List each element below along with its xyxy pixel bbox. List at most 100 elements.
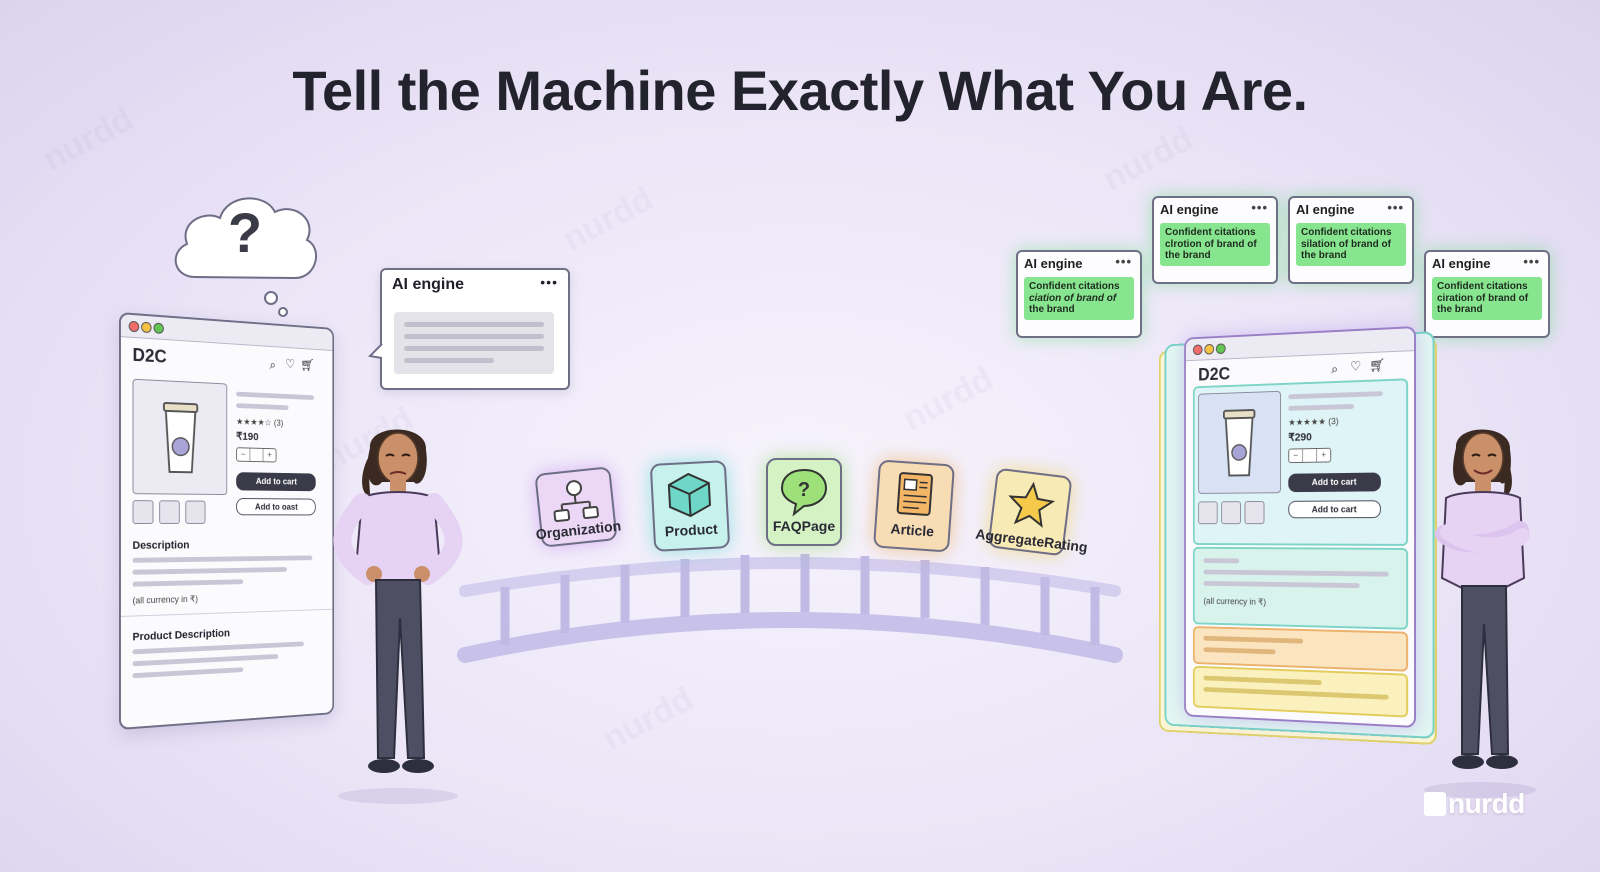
ai-engine-card: AI engine ••• Confident citations ciratio… bbox=[1424, 250, 1550, 338]
citation-line: the brand bbox=[1029, 304, 1075, 315]
ai-card-title: AI engine bbox=[1024, 256, 1083, 271]
citation-box: Confident citations ciration of brand of… bbox=[1432, 277, 1542, 320]
cart-icon[interactable]: 🛒︎ bbox=[300, 357, 315, 373]
thumbnail[interactable] bbox=[185, 500, 206, 524]
product-description-heading: Product Description bbox=[132, 627, 231, 644]
increment-button[interactable]: + bbox=[267, 449, 272, 460]
schema-tile-product[interactable]: Product bbox=[649, 460, 731, 552]
currency-note: (all currency in ₹) bbox=[1203, 596, 1267, 607]
citation-box: Confident citations ciation of brand of … bbox=[1024, 277, 1134, 320]
placeholder-line bbox=[132, 667, 244, 679]
schema-tile-aggregaterating[interactable]: AggregateRating bbox=[975, 467, 1088, 557]
citation-box: Confident citations clrotion of brand of… bbox=[1160, 223, 1270, 266]
close-dot[interactable] bbox=[128, 320, 140, 333]
ai-engine-bubble: AI engine ••• bbox=[380, 268, 570, 390]
schema-label: FAQPage bbox=[772, 518, 836, 534]
woman-confused bbox=[333, 429, 463, 804]
ai-card-title: AI engine bbox=[1160, 202, 1219, 217]
ai-card-title: AI engine bbox=[1296, 202, 1355, 217]
placeholder-line bbox=[132, 555, 313, 563]
menu-dots-icon[interactable]: ••• bbox=[1251, 200, 1268, 215]
citation-line: the brand bbox=[1437, 304, 1483, 315]
heart-icon[interactable]: ♡ bbox=[1350, 358, 1362, 374]
watermark: nurdd bbox=[596, 680, 699, 760]
menu-dots-icon[interactable]: ••• bbox=[1115, 254, 1132, 269]
article-section bbox=[1192, 626, 1409, 672]
document-icon bbox=[896, 472, 933, 516]
citation-line: Confident citations bbox=[1301, 227, 1392, 238]
placeholder-line bbox=[1203, 675, 1322, 686]
schema-tile-article[interactable]: Article bbox=[873, 459, 955, 553]
placeholder-line bbox=[132, 567, 287, 575]
quantity-value bbox=[1303, 448, 1318, 462]
bridge bbox=[457, 554, 1123, 663]
logo-mark-icon bbox=[1424, 792, 1446, 816]
thumbnail[interactable] bbox=[1244, 501, 1265, 525]
question-bubble-icon: ? bbox=[780, 468, 828, 517]
citation-line: Confident citations bbox=[1165, 227, 1256, 238]
placeholder-line bbox=[1203, 647, 1276, 655]
add-to-cart-secondary-button[interactable]: Add to oast bbox=[236, 498, 316, 516]
thought-cloud bbox=[174, 197, 317, 317]
placeholder-line bbox=[236, 391, 315, 401]
cart-icon[interactable]: 🛒︎ bbox=[1369, 357, 1386, 373]
question-mark-icon: ? bbox=[227, 201, 263, 264]
cup-icon bbox=[133, 380, 226, 494]
maximize-dot[interactable] bbox=[153, 322, 164, 335]
minimize-dot[interactable] bbox=[1204, 343, 1215, 355]
product-image bbox=[1198, 390, 1281, 494]
watermark: nurdd bbox=[556, 180, 659, 260]
ai-card-title: AI engine bbox=[1432, 256, 1491, 271]
ai-engine-card: AI engine ••• Confident citations clrotio… bbox=[1152, 196, 1278, 284]
quantity-stepper[interactable]: − + bbox=[236, 447, 277, 463]
window-titlebar bbox=[1185, 328, 1415, 362]
placeholder-line bbox=[404, 334, 544, 339]
thumbnail[interactable] bbox=[132, 500, 154, 524]
schema-label: Article bbox=[890, 520, 935, 540]
close-dot[interactable] bbox=[1192, 344, 1203, 356]
placeholder-line bbox=[404, 358, 494, 363]
placeholder-line bbox=[1203, 686, 1389, 700]
placeholder-line bbox=[1203, 558, 1240, 564]
brand-name: D2C bbox=[1198, 364, 1231, 385]
woman-confident bbox=[1424, 429, 1536, 798]
search-icon[interactable]: ⌕ bbox=[269, 357, 276, 372]
ai-engine-title: AI engine bbox=[392, 276, 465, 293]
decrement-button[interactable]: − bbox=[237, 448, 251, 461]
placeholder-line bbox=[132, 641, 304, 655]
add-to-cart-button[interactable]: Add to cart bbox=[1288, 472, 1381, 493]
menu-dots-icon[interactable]: ••• bbox=[1523, 254, 1540, 269]
ai-engine-card: AI engine ••• Confident citations ciation… bbox=[1016, 250, 1142, 338]
increment-button[interactable]: + bbox=[1321, 449, 1327, 460]
citation-box: Confident citations silation of brand of… bbox=[1296, 223, 1406, 266]
minimize-dot[interactable] bbox=[141, 321, 152, 334]
placeholder-line bbox=[132, 579, 244, 587]
ai-engine-card: AI engine ••• Confident citations silatio… bbox=[1288, 196, 1414, 284]
citation-line: ciration of brand of bbox=[1437, 292, 1529, 304]
add-to-cart-secondary-button[interactable]: Add to cart bbox=[1288, 500, 1381, 519]
thumbnail[interactable] bbox=[159, 500, 180, 524]
rating-stars: ★★★★☆ (3) bbox=[236, 416, 284, 428]
citation-line: ciation of brand of bbox=[1029, 292, 1117, 304]
schema-tile-faqpage[interactable]: ? FAQPage bbox=[766, 458, 842, 546]
currency-note: (all currency in ₹) bbox=[132, 593, 198, 606]
quantity-stepper[interactable]: − + bbox=[1288, 447, 1332, 464]
divider bbox=[120, 608, 333, 617]
maximize-dot[interactable] bbox=[1215, 343, 1226, 355]
heart-icon[interactable]: ♡ bbox=[285, 356, 296, 372]
box-icon bbox=[667, 472, 712, 518]
decrement-button[interactable]: − bbox=[1289, 449, 1304, 463]
thumbnail[interactable] bbox=[1221, 501, 1241, 525]
thumbnail[interactable] bbox=[1198, 501, 1218, 525]
citation-line: clrotion of brand of bbox=[1165, 238, 1257, 250]
menu-dots-icon[interactable]: ••• bbox=[1387, 200, 1404, 215]
search-icon[interactable]: ⌕ bbox=[1331, 361, 1339, 377]
menu-dots-icon[interactable]: ••• bbox=[540, 274, 558, 290]
schema-label: Product bbox=[664, 520, 719, 540]
schema-tile-organization[interactable]: Organization bbox=[534, 466, 622, 548]
add-to-cart-button[interactable]: Add to cart bbox=[236, 472, 316, 492]
svg-text:?: ? bbox=[798, 479, 810, 501]
citation-line: silation of brand of bbox=[1301, 238, 1391, 250]
placeholder-line bbox=[1203, 580, 1360, 589]
shop-window-left: D2C ⌕ ♡ 🛒︎ ★★★★☆ (3) ₹190 − + Add to car… bbox=[119, 312, 335, 730]
